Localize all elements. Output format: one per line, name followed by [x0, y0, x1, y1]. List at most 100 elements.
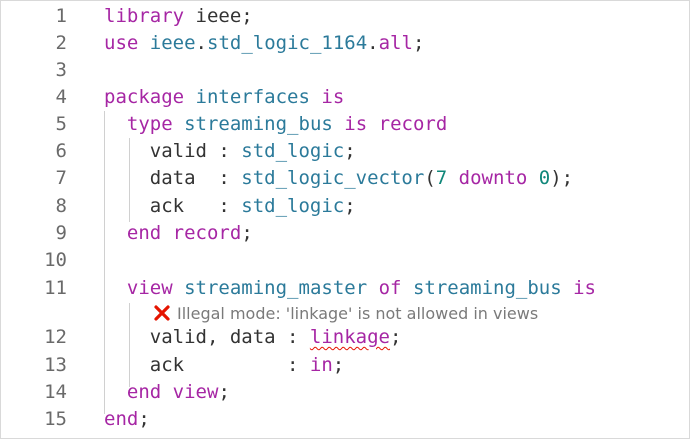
code-token: ack :: [104, 354, 310, 376]
error-token: linkage: [309, 326, 390, 348]
code-token: [333, 113, 344, 135]
code-token: [184, 86, 195, 108]
code-line[interactable]: 3: [1, 57, 689, 84]
code-token: ;: [241, 222, 253, 244]
code-token: .: [367, 32, 379, 54]
code-token: [104, 113, 127, 135]
code-token: record: [378, 113, 448, 135]
line-number: 10: [44, 249, 67, 271]
line-number: 11: [44, 277, 67, 299]
code-token: end: [104, 408, 139, 430]
code-token: ;: [412, 32, 425, 54]
code-token: is: [321, 86, 345, 108]
code-text: end record;: [104, 220, 253, 247]
code-token: std_logic_1164: [207, 32, 368, 54]
code-token: 0: [538, 167, 551, 189]
code-token: 7: [435, 167, 448, 189]
code-line[interactable]: 1 library ieee;: [1, 3, 689, 30]
code-token: [138, 32, 149, 54]
code-token: std_logic: [241, 195, 345, 217]
code-token: );: [550, 167, 574, 189]
code-token: ;: [138, 408, 150, 430]
code-line[interactable]: 7 data : std_logic_vector(7 downto 0);: [1, 165, 689, 192]
line-number: 1: [55, 5, 67, 27]
code-token: end: [126, 381, 162, 403]
code-token: type: [126, 113, 173, 135]
code-token: is: [573, 277, 596, 299]
code-text: valid : std_logic;: [104, 138, 356, 165]
code-text: library ieee;: [104, 3, 253, 30]
code-token: (: [424, 167, 436, 189]
code-token: in: [309, 354, 333, 376]
line-number: 7: [55, 167, 67, 189]
code-token: [447, 167, 458, 189]
code-token: [367, 277, 378, 299]
code-text: end;: [104, 406, 150, 433]
code-token: [173, 277, 184, 299]
line-number: 6: [55, 140, 67, 162]
code-token: view: [126, 277, 173, 299]
code-token: .: [195, 32, 207, 54]
code-token: ;: [344, 140, 356, 162]
code-line[interactable]: 6 valid : std_logic;: [1, 138, 689, 165]
code-token: streaming_bus: [412, 277, 562, 299]
code-token: [161, 222, 172, 244]
code-token: ;: [218, 381, 230, 403]
code-token: [367, 113, 378, 135]
line-number: 4: [55, 86, 67, 108]
code-text: data : std_logic_vector(7 downto 0);: [104, 165, 573, 192]
code-line[interactable]: 11 view streaming_master of streaming_bu…: [1, 275, 689, 302]
indent-guide-outer: [104, 111, 105, 414]
code-token: record: [172, 222, 242, 244]
code-line[interactable]: 10: [1, 247, 689, 274]
code-text: use ieee.std_logic_1164.all;: [104, 30, 424, 57]
code-text: view streaming_master of streaming_bus i…: [104, 275, 596, 302]
code-text: ack : std_logic;: [104, 193, 356, 220]
code-text: type streaming_bus is record: [104, 111, 447, 138]
code-token: [161, 381, 172, 403]
code-text: ack : in;: [104, 352, 345, 379]
code-line[interactable]: 12 valid, data : linkage;: [1, 324, 689, 351]
error-x-icon: [153, 304, 171, 322]
code-token: is: [344, 113, 368, 135]
code-line[interactable]: 4 package interfaces is: [1, 84, 689, 111]
code-token: [401, 277, 412, 299]
code-token: std_logic_vector: [241, 167, 425, 189]
line-number: 5: [55, 113, 67, 135]
code-token: [562, 277, 573, 299]
code-line[interactable]: 8 ack : std_logic;: [1, 193, 689, 220]
code-token: ;: [344, 195, 356, 217]
code-text: end view;: [104, 379, 230, 406]
code-token: [310, 86, 321, 108]
code-token: data :: [104, 167, 242, 189]
code-token: [173, 113, 184, 135]
code-line[interactable]: 13 ack : in;: [1, 352, 689, 379]
line-number: 9: [55, 222, 67, 244]
code-token: use: [104, 32, 139, 54]
code-line[interactable]: 14 end view;: [1, 379, 689, 406]
code-token: [104, 277, 127, 299]
code-token: ieee: [149, 32, 196, 54]
code-token: interfaces: [195, 86, 310, 108]
code-token: library: [104, 5, 185, 27]
code-token: ack :: [104, 195, 242, 217]
line-number: 13: [44, 354, 67, 376]
line-number: 3: [55, 59, 67, 81]
code-token: valid, data :: [104, 326, 310, 348]
code-token: ;: [332, 354, 345, 376]
code-text: package interfaces is: [104, 84, 344, 111]
line-number: 2: [55, 32, 67, 54]
code-token: streaming_master: [184, 277, 368, 299]
code-line[interactable]: 5 type streaming_bus is record: [1, 111, 689, 138]
code-line[interactable]: 9 end record;: [1, 220, 689, 247]
code-text: valid, data : linkage;: [104, 324, 402, 351]
code-token: std_logic: [241, 140, 345, 162]
code-token: [104, 381, 127, 403]
code-line[interactable]: 2 use ieee.std_logic_1164.all;: [1, 30, 689, 57]
code-token: streaming_bus: [184, 113, 333, 135]
code-token: downto: [458, 167, 528, 189]
code-token: of: [378, 277, 402, 299]
code-token: [104, 222, 127, 244]
